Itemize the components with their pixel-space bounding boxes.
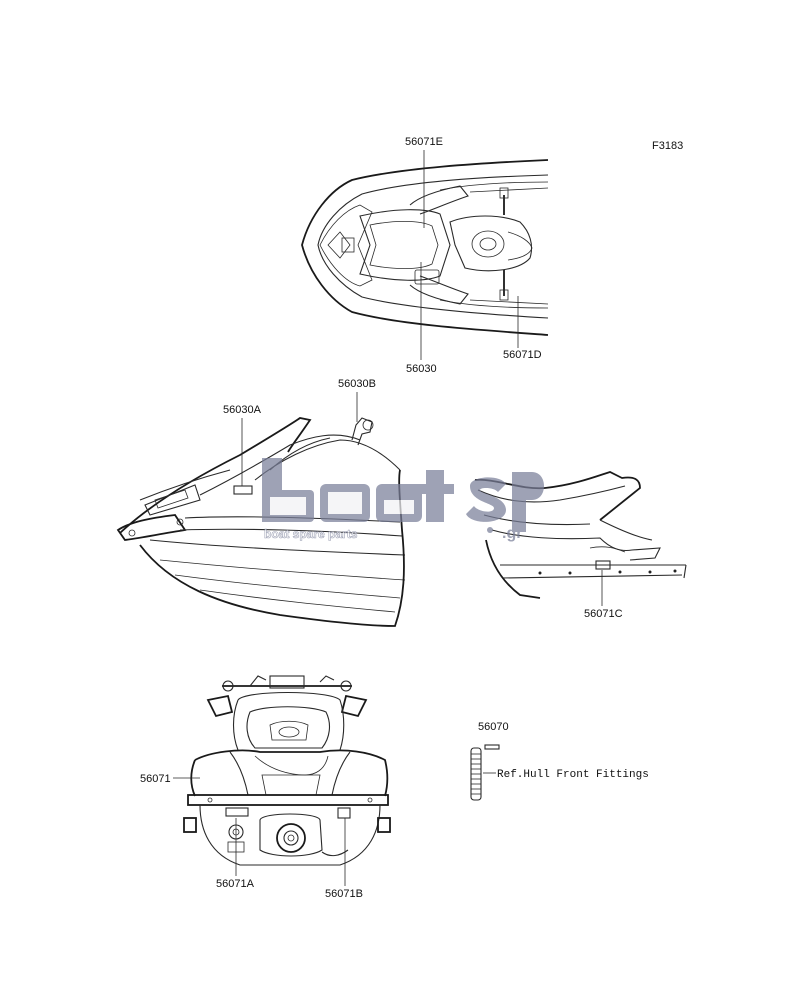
callouts-side-views: 56030A 56030B 56071C [223,378,623,620]
part-56070-small [484,744,500,750]
callout-56030A: 56030A [223,404,262,416]
watermark-tagline: boat spare parts [264,527,358,541]
watermark-suffix: .gr [502,525,522,542]
callout-56071: 56071 [140,773,171,785]
callout-56071D: 56071D [503,349,542,361]
part-56070-group: 56070 Ref.Hull Front Fittings [470,721,649,801]
callout-56030: 56030 [406,363,437,375]
callout-56070: 56070 [478,721,509,733]
callout-56071B: 56071B [325,888,363,900]
rear-view-watercraft [183,675,391,866]
callout-56071C: 56071C [584,608,623,620]
figure-code: F3183 [652,140,683,152]
part-56070-spring [470,747,482,801]
ref-note: Ref.Hull Front Fittings [497,769,649,781]
callouts-top-view: 56071E 56030 56071D [405,136,542,375]
callout-56071A: 56071A [216,878,255,890]
callout-56071E: 56071E [405,136,443,148]
callout-56030B: 56030B [338,378,376,390]
callouts-rear-view: 56071 56071A 56071B [140,773,363,900]
watermark-brand: boatsp [0,0,4,1]
top-view-watercraft [301,159,549,336]
watermark-logo: .gr boat spare parts boatsp [0,0,544,542]
